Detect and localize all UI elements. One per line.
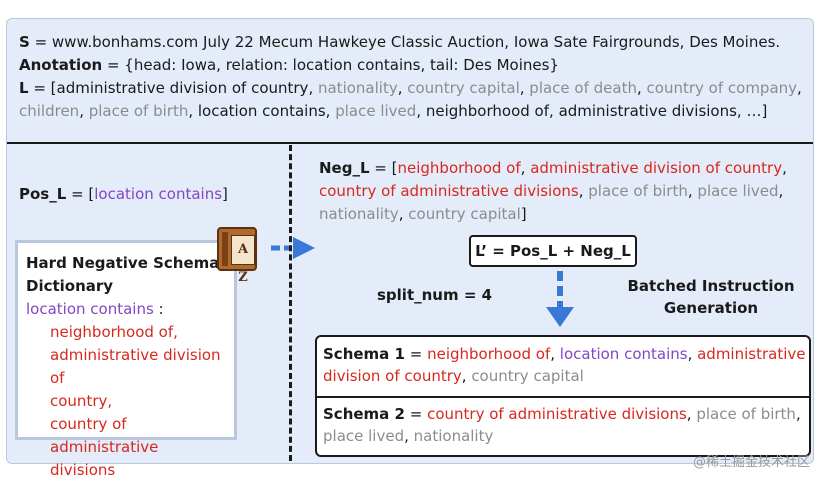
dictionary-key-colon: : xyxy=(153,300,164,318)
list-item: place of death xyxy=(529,79,637,97)
list-item: country capital xyxy=(408,205,521,223)
l-label: L xyxy=(19,79,29,97)
neg-items-3: nationality, country capital xyxy=(319,205,521,223)
label-list-items-1: administrative division of country, nati… xyxy=(56,79,802,97)
schema-1-item: country capital xyxy=(471,367,584,385)
batched-instruction-caption: Batched Instruction Generation xyxy=(623,275,799,319)
list-item: country capital xyxy=(407,79,520,97)
s-label: S xyxy=(19,33,30,51)
diagram-panel: S = www.bonhams.com July 22 Mecum Hawkey… xyxy=(6,18,814,479)
label-list-line-2: children, place of birth, location conta… xyxy=(19,102,768,120)
pos-item: location contains xyxy=(94,185,223,203)
dictionary-value: country of administrative xyxy=(50,415,159,456)
schema-2-label: Schema 2 xyxy=(323,405,405,423)
list-item: administrative division of country xyxy=(530,159,783,177)
dictionary-key-line: location contains : xyxy=(26,298,226,321)
neg-items-1: neighborhood of, administrative division… xyxy=(397,159,787,177)
schema-2: Schema 2 = country of administrative div… xyxy=(323,405,801,445)
dictionary-key: location contains xyxy=(26,300,154,318)
pos-close: ] xyxy=(222,185,228,203)
list-item: neighborhood of xyxy=(425,102,550,120)
dictionary-title-1: Hard Negative Schema xyxy=(26,254,220,272)
negative-labels: Neg_L = [neighborhood of, administrative… xyxy=(319,157,809,226)
neg-open: = [ xyxy=(369,159,398,177)
list-item: nationality xyxy=(319,205,399,223)
schema-divider xyxy=(317,396,809,398)
combined-label-set: L’ = Pos_L + Neg_L xyxy=(469,235,637,267)
input-block: S = www.bonhams.com July 22 Mecum Hawkey… xyxy=(19,31,809,123)
schema-2-eq: = xyxy=(404,405,428,423)
list-item: administrative divisions xyxy=(558,102,737,120)
annotation-label: Anotation xyxy=(19,56,103,74)
schema-2-item: nationality xyxy=(413,427,494,445)
schema-1-item: division of country xyxy=(323,367,462,385)
dictionary-value: country, xyxy=(50,392,113,410)
list-item: country of administrative divisions xyxy=(319,182,579,200)
dictionary-value: neighborhood of, xyxy=(50,323,178,341)
hard-negative-dictionary: Hard Negative Schema Dictionary location… xyxy=(15,240,237,479)
list-item: nationality xyxy=(317,79,398,97)
schema-1-item: neighborhood of xyxy=(427,345,551,363)
schema-1-item: administrative xyxy=(697,345,806,363)
down-arrow-icon xyxy=(546,271,574,327)
neg-line-1: Neg_L = [neighborhood of, administrative… xyxy=(319,157,809,180)
list-item: place lived xyxy=(335,102,417,120)
arrow-head xyxy=(293,237,315,259)
schema-1-eq: = xyxy=(404,345,428,363)
sentence-line: S = www.bonhams.com July 22 Mecum Hawkey… xyxy=(19,31,809,54)
list-item: children xyxy=(19,102,80,120)
dictionary-title-2: Dictionary xyxy=(26,277,114,295)
list-item: …] xyxy=(746,102,768,120)
schema-1-item: location contains xyxy=(559,345,688,363)
list-item: neighborhood of xyxy=(397,159,521,177)
book-letters: A Z xyxy=(231,235,255,285)
schema-2-item: place of birth xyxy=(696,405,796,423)
neg-label: Neg_L xyxy=(319,159,370,177)
arrow-head xyxy=(546,307,574,327)
neg-close: ] xyxy=(520,205,527,223)
schema-groups: Schema 1 = neighborhood of, location con… xyxy=(315,335,811,457)
list-item: administrative division of country xyxy=(56,79,309,97)
watermark: @稀土掘金技术社区 xyxy=(692,455,810,470)
annotation-line: Anotation = {head: Iowa, relation: locat… xyxy=(19,54,809,77)
list-item: place lived xyxy=(697,182,779,200)
horizontal-divider xyxy=(7,142,813,144)
split-num: split_num = 4 xyxy=(377,286,493,304)
label-list-line-1: L = [administrative division of country,… xyxy=(19,77,809,100)
list-item: country of company xyxy=(646,79,798,97)
sentence-text: = www.bonhams.com July 22 Mecum Hawkeye … xyxy=(29,33,781,51)
list-item: place of birth xyxy=(588,182,688,200)
dictionary-value: administrative division of xyxy=(50,346,221,387)
batched-line-2: Generation xyxy=(663,299,759,317)
schema-1: Schema 1 = neighborhood of, location con… xyxy=(323,345,806,385)
dictionary-book-icon: A Z xyxy=(217,227,257,285)
neg-line-3: nationality, country capital] xyxy=(319,203,809,226)
annotation-text: = {head: Iowa, relation: location contai… xyxy=(102,56,559,74)
schema-1-label: Schema 1 xyxy=(323,345,405,363)
pos-open: = [ xyxy=(66,185,95,203)
book-spine xyxy=(222,232,228,266)
list-item: place of birth xyxy=(88,102,189,120)
neg-line-2: country of administrative divisions, pla… xyxy=(319,182,784,200)
l-open: = [ xyxy=(28,79,57,97)
pos-label: Pos_L xyxy=(19,185,67,203)
dictionary-value: divisions xyxy=(50,461,116,479)
list-item: location contains xyxy=(197,102,326,120)
right-arrow-icon xyxy=(271,237,315,259)
schema-2-item: place lived xyxy=(323,427,405,445)
batched-line-1: Batched Instruction xyxy=(627,277,795,295)
schema-2-item: country of administrative divisions xyxy=(427,405,687,423)
positive-labels: Pos_L = [location contains] xyxy=(19,185,228,203)
vertical-dashed-divider xyxy=(289,145,292,461)
